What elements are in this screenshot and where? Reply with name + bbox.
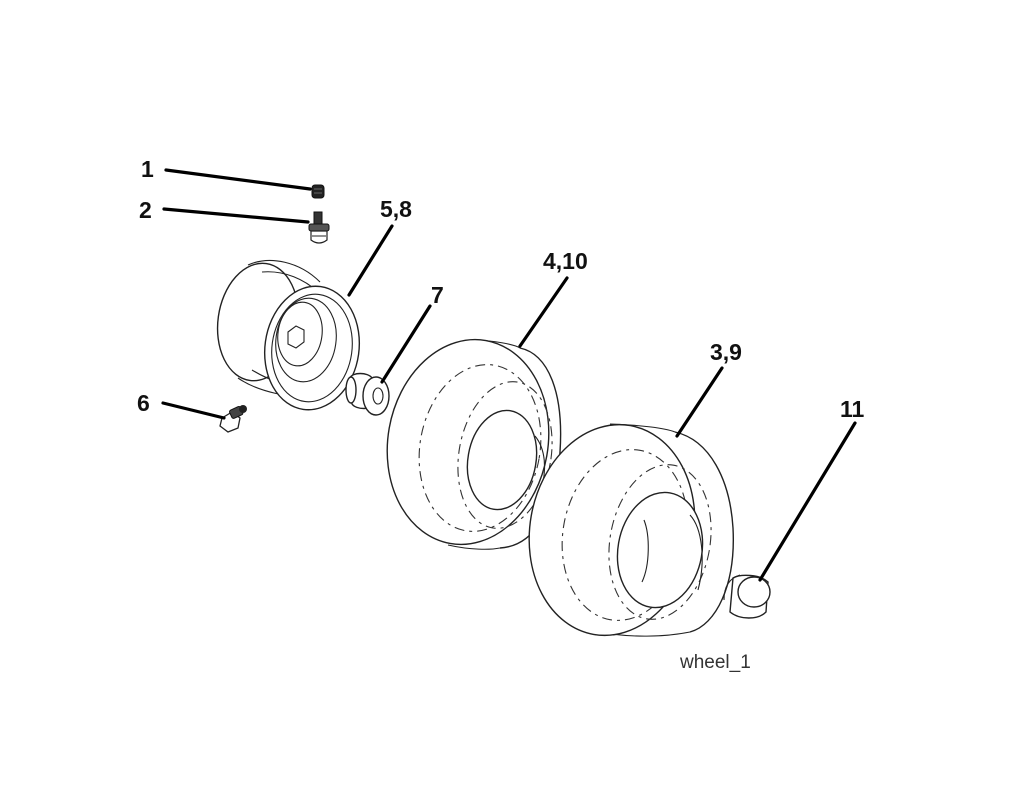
callout-6: 6 bbox=[137, 390, 150, 416]
tire-front bbox=[386, 338, 562, 550]
leader-6 bbox=[161, 401, 226, 420]
callout-4-10: 4,10 bbox=[543, 248, 588, 274]
bushing bbox=[345, 372, 390, 416]
tire-rear bbox=[528, 423, 734, 637]
callout-5-8: 5,8 bbox=[380, 196, 412, 222]
valve-stem bbox=[308, 211, 330, 244]
leader-7 bbox=[380, 304, 432, 384]
callout-2: 2 bbox=[139, 197, 152, 223]
hub-cap bbox=[723, 574, 771, 619]
callout-11: 11 bbox=[840, 396, 865, 422]
leader-11 bbox=[758, 421, 857, 582]
figure-id-label: wheel_1 bbox=[679, 652, 751, 673]
valve-cap bbox=[311, 184, 325, 199]
leader-58 bbox=[347, 224, 394, 297]
callout-7: 7 bbox=[431, 282, 444, 308]
callout-labels: 1 2 5,8 7 4,10 3,9 6 11 bbox=[137, 156, 865, 422]
leader-2 bbox=[162, 207, 310, 224]
leader-410 bbox=[518, 276, 569, 348]
wheel-rim bbox=[216, 259, 361, 411]
callout-1: 1 bbox=[141, 156, 154, 182]
leader-lines bbox=[161, 168, 857, 582]
callout-3-9: 3,9 bbox=[710, 339, 742, 365]
leader-39 bbox=[675, 366, 724, 438]
leader-1 bbox=[164, 168, 312, 191]
